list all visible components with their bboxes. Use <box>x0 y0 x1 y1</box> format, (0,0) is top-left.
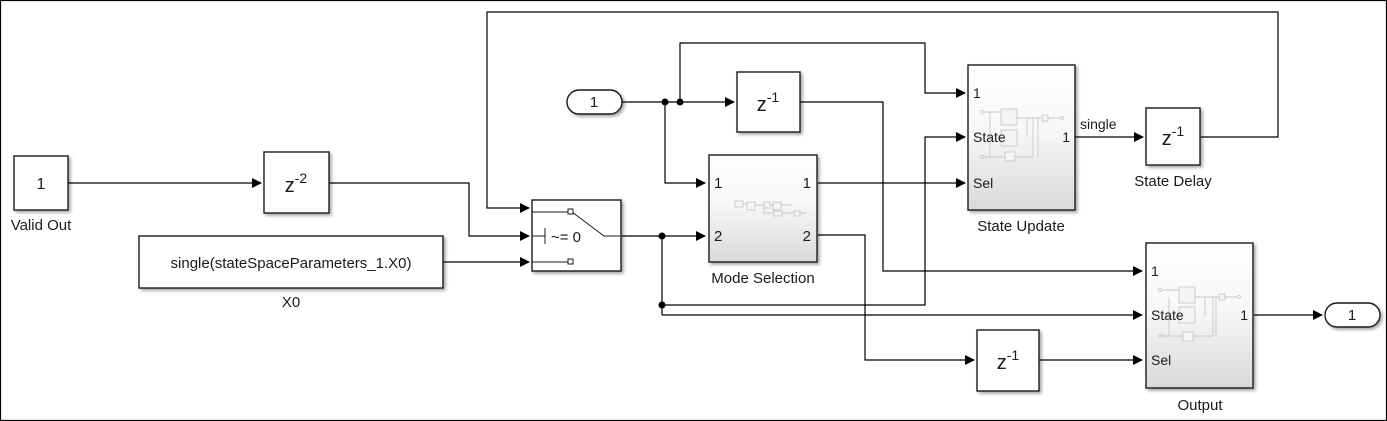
port-label-in1: 1 <box>973 85 981 101</box>
subsystem-preview-icon <box>979 108 1065 162</box>
junction-dot <box>676 98 684 106</box>
switch-glyph <box>532 211 621 263</box>
delay-exponent: -1 <box>1007 347 1020 363</box>
block-label: Output <box>1177 397 1223 414</box>
delay-block-state-delay[interactable]: z-1 State Delay <box>1134 107 1212 190</box>
wire-feedback-statedelay-to-switch[interactable] <box>486 11 1279 213</box>
wire-delay1-top-to-output-in1[interactable] <box>800 101 1143 276</box>
inport-number: 1 <box>590 94 598 111</box>
block-label: Mode Selection <box>711 270 814 287</box>
subsystem-mode-selection[interactable]: 1 2 1 2 Mode Selection <box>708 154 818 287</box>
port-label-in1: 1 <box>714 175 722 192</box>
port-label-out1: 1 <box>803 175 811 192</box>
port-label-state: State <box>973 129 1006 145</box>
outport-block-1[interactable]: 1 <box>1324 302 1381 328</box>
wire-inport-to-modesel-in1[interactable] <box>664 102 706 188</box>
outport-number: 1 <box>1348 307 1356 324</box>
wire-to-stateupdate-state[interactable] <box>662 132 966 306</box>
switch-block[interactable]: ~= 0 <box>531 199 622 272</box>
delay-block-z2[interactable]: z-2 <box>263 151 330 214</box>
constant-block-valid-out[interactable]: 1 Valid Out <box>11 155 72 234</box>
delay-exponent: -1 <box>767 89 780 105</box>
block-label: Valid Out <box>11 217 72 234</box>
svg-text:z-1: z-1 <box>1162 123 1185 150</box>
port-label-out1: 1 <box>1062 129 1070 145</box>
block-label: State Delay <box>1134 173 1212 190</box>
delay-base: z <box>757 94 767 116</box>
delay-block-z1-top[interactable]: z-1 <box>736 71 801 133</box>
svg-text:z-2: z-2 <box>285 170 308 197</box>
constant-value: single(stateSpaceParameters_1.X0) <box>171 255 412 272</box>
port-label-sel: Sel <box>1151 352 1171 368</box>
switch-criterion: ~= 0 <box>551 229 581 246</box>
subsystem-output[interactable]: 1 State Sel 1 Output <box>1145 242 1254 414</box>
wire-inport-to-stateupdate-in1[interactable] <box>679 42 966 102</box>
constant-value: 1 <box>37 176 46 193</box>
block-label: State Update <box>977 218 1065 235</box>
inport-block-1[interactable]: 1 <box>566 89 623 115</box>
delay-base: z <box>1162 128 1172 150</box>
svg-text:z-1: z-1 <box>997 347 1020 374</box>
delay-base: z <box>997 352 1007 374</box>
subsystem-preview-icon <box>734 200 806 217</box>
delay-exponent: -1 <box>1172 123 1185 139</box>
junction-dot <box>661 98 669 106</box>
block-label: X0 <box>282 294 300 311</box>
delay-exponent: -2 <box>295 170 308 186</box>
port-label-in2: 2 <box>714 228 722 245</box>
subsystem-state-update[interactable]: 1 State Sel 1 State Update <box>967 64 1076 235</box>
delay-block-z1-bottom[interactable]: z-1 <box>976 329 1040 392</box>
port-label-out1: 1 <box>1240 307 1248 323</box>
subsystem-preview-icon <box>1157 286 1242 342</box>
junction-dot <box>658 301 666 309</box>
wire-delay2-to-switch-control[interactable] <box>329 182 530 241</box>
port-label-sel: Sel <box>973 175 993 191</box>
constant-block-x0[interactable]: single(stateSpaceParameters_1.X0) X0 <box>138 235 444 311</box>
port-label-out2: 2 <box>803 228 811 245</box>
wire-modesel-out2-to-delay1-bottom[interactable] <box>818 234 975 365</box>
junction-dot <box>658 232 666 240</box>
delay-base: z <box>285 175 295 197</box>
port-label-state: State <box>1151 307 1184 323</box>
signal-label-single: single <box>1080 116 1117 132</box>
svg-text:z-1: z-1 <box>757 89 780 116</box>
port-label-in1: 1 <box>1151 263 1159 279</box>
